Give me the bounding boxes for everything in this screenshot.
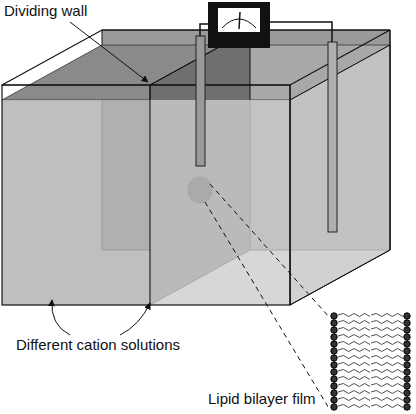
lipid-head [331,355,337,361]
leader-arrow [120,303,150,335]
lipid-tail [338,377,370,380]
lipid-tail [338,391,370,394]
lipid-tail [371,314,403,317]
tank-edge [290,85,291,305]
wire [268,22,332,42]
lipid-head [331,334,337,340]
lipid-head [331,390,337,396]
lipid-head [404,320,410,326]
lipid-head [404,313,410,319]
lipid-head [331,341,337,347]
lipid-tail [371,391,403,394]
tank-edge [390,30,391,250]
lipid-tail [371,349,403,352]
part-label: Dividing wall [2,2,89,19]
lipid-head [331,313,337,319]
lipid-head [404,355,410,361]
lipid-tail [371,370,403,373]
wall-edge [150,85,151,305]
tank-edge [290,250,390,305]
lipid-tail [371,328,403,331]
zoom-line [205,202,330,410]
part-label: Different cation solutions [14,336,182,353]
lipid-head [404,341,410,347]
lipid-tail [338,363,370,366]
meter-needle [239,12,240,29]
lipid-head [331,383,337,389]
lipid-tail [338,335,370,338]
lipid-head [331,404,337,410]
lipid-tail [338,342,370,345]
lipid-tail [338,384,370,387]
electrode [328,42,337,232]
lipid-head [331,327,337,333]
lipid-tail [371,384,403,387]
lipid-tail [338,349,370,352]
left-chamber-front [2,100,150,305]
lipid-head [404,348,410,354]
lipid-head [404,376,410,382]
lipid-tail [338,321,370,324]
lipid-head [331,397,337,403]
lipid-tail [338,356,370,359]
electrode [196,36,205,166]
lipid-head [331,348,337,354]
lipid-tail [371,342,403,345]
lipid-tail [371,356,403,359]
lipid-tail [338,398,370,401]
lipid-tail [371,398,403,401]
lipid-head [331,320,337,326]
lipid-tail [338,314,370,317]
lipid-tail [371,405,403,408]
meter [208,2,270,48]
lipid-head [404,404,410,410]
side-wall [290,45,390,305]
bilayer-ground [328,310,414,412]
lipid-head [404,362,410,368]
lipid-tail [338,328,370,331]
lipid-head [331,362,337,368]
lipid-tail [371,363,403,366]
lipid-head [331,376,337,382]
lipid-head [404,397,410,403]
lipid-head [404,383,410,389]
lipid-head [404,390,410,396]
zoom-line [210,184,330,318]
lipid-bilayer [331,313,410,410]
leader-arrow [52,300,70,335]
right-chamber-front [150,100,290,305]
lipid-tail [338,405,370,408]
leader-line [70,22,148,82]
lipid-head [404,327,410,333]
part-label: Lipid bilayer film [206,390,318,407]
lipid-head [404,334,410,340]
lipid-tail [371,321,403,324]
lipid-tail [338,370,370,373]
lipid-tail [371,377,403,380]
lipid-head [404,369,410,375]
lipid-tail [371,335,403,338]
lipid-head [331,369,337,375]
meter-dial [218,8,260,32]
